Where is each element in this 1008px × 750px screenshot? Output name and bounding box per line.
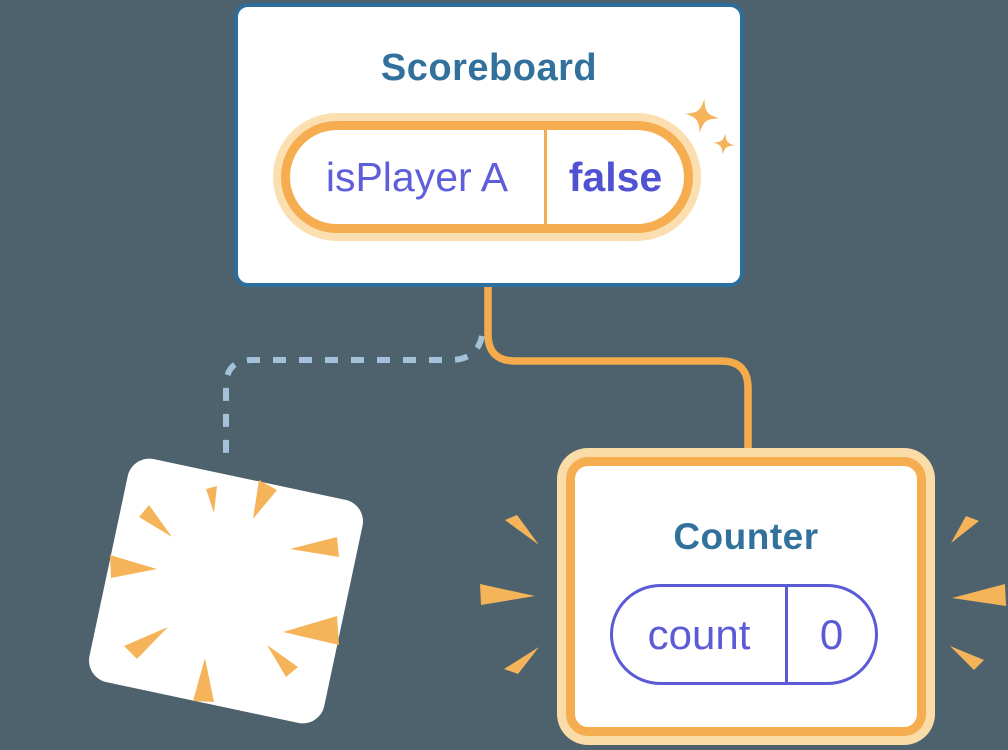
counter-state-pill: count 0 (610, 584, 878, 685)
emphasis-rays-left-icon (480, 515, 539, 674)
state-value-label: 0 (819, 610, 844, 658)
counter-component-card: Counter count 0 (566, 457, 926, 736)
state-name-label: isPlayer A (325, 153, 509, 200)
scoreboard-component-card: Scoreboard isPlayer A false (234, 3, 744, 287)
connector-line-dashed (223, 335, 485, 456)
pill-divider (544, 130, 547, 224)
destroyed-component-square (84, 454, 368, 728)
pill-divider (785, 587, 788, 682)
state-name-label: count (647, 610, 751, 658)
connector-line-solid (484, 284, 752, 460)
scoreboard-state-pill: isPlayer A false (281, 121, 693, 233)
counter-title: Counter (673, 516, 819, 557)
scoreboard-title: Scoreboard (380, 47, 598, 89)
emphasis-rays-right-icon (950, 516, 1006, 670)
state-value-label: false (568, 153, 663, 200)
